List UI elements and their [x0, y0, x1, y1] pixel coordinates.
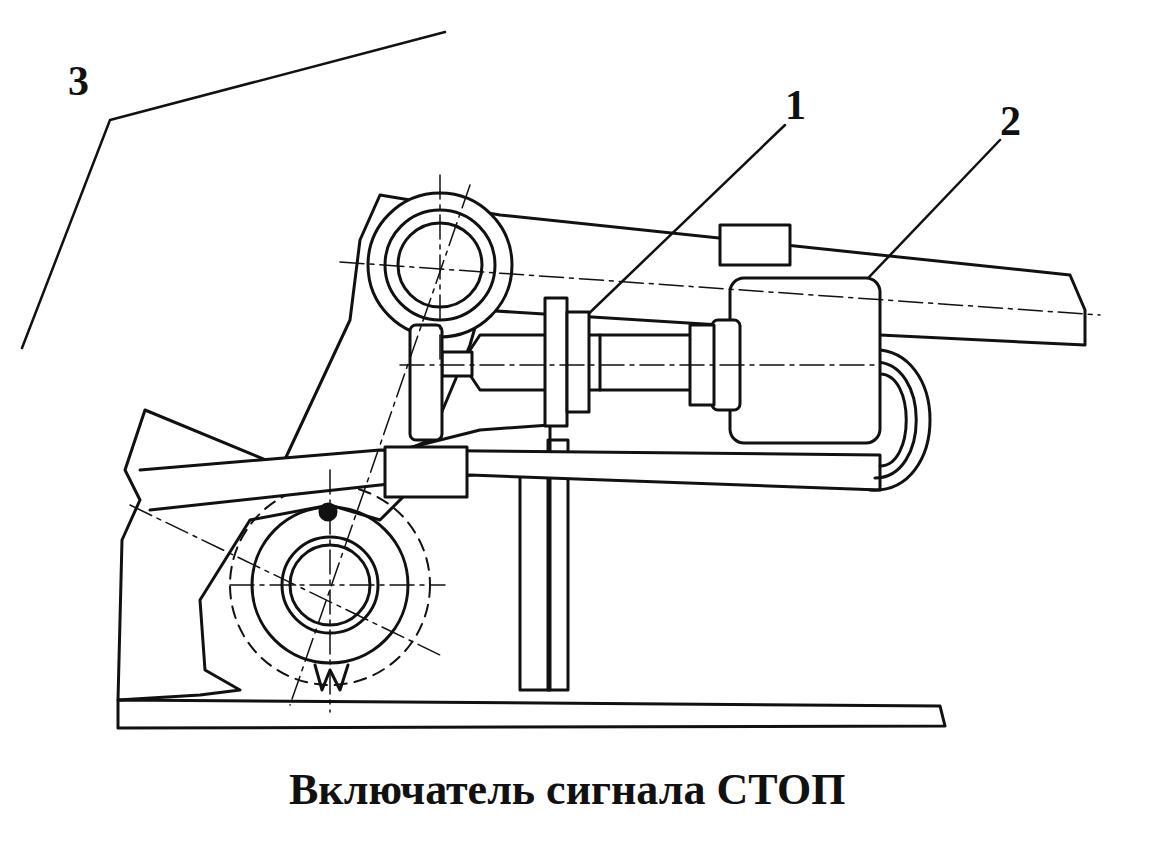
centre-line — [230, 584, 445, 586]
cotter-pin — [315, 665, 348, 690]
callout-number: 1 — [785, 84, 806, 126]
wire — [880, 374, 906, 466]
centre-line — [439, 175, 441, 360]
lock-nut — [567, 312, 589, 412]
centre-line — [400, 364, 880, 366]
switch-body — [730, 278, 880, 443]
switch-holder — [720, 225, 790, 265]
centre-lines — [130, 175, 1100, 712]
centre-line — [290, 185, 470, 705]
thread — [599, 335, 602, 390]
pin — [320, 504, 336, 520]
lock-nut — [545, 298, 567, 426]
caption: Включатель сигнала СТОП — [289, 768, 845, 812]
centre-line — [329, 470, 331, 712]
centre-line — [340, 262, 1100, 315]
rod-clamp — [385, 447, 467, 497]
return-rod — [140, 450, 880, 510]
callout-number: 3 — [68, 60, 89, 102]
plunger — [442, 352, 472, 376]
centre-line — [130, 505, 440, 655]
callout-number: 2 — [1000, 100, 1021, 142]
floor-plate — [118, 700, 945, 728]
